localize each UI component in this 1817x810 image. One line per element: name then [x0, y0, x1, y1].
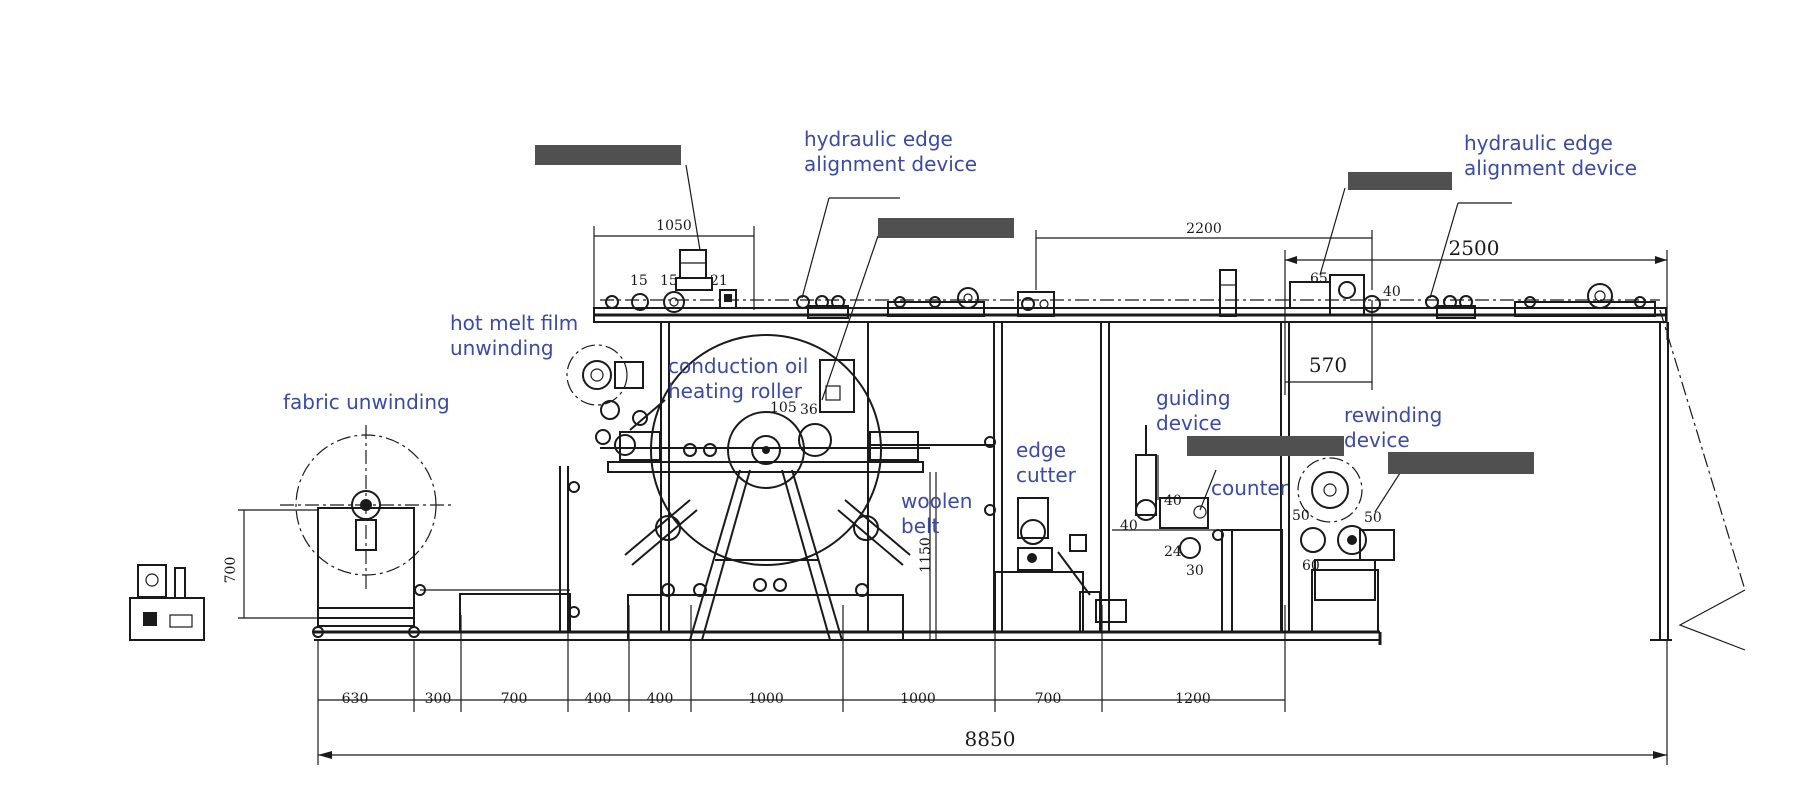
dim-60: 60 [1302, 558, 1320, 574]
dim-40b: 40 [1164, 493, 1182, 509]
rewinding-device-unit: 50 50 60 [1292, 457, 1395, 633]
dim-40a: 40 [1383, 284, 1401, 300]
guiding-device-unit: 40 40 24 30 [1112, 425, 1283, 633]
infeed-table [459, 466, 580, 633]
dim-30: 30 [1186, 563, 1204, 579]
top-dimensions: 1050 2200 2500 570 [593, 218, 1668, 395]
conduction-oil-heating-roller: 105 36 1150 [600, 334, 996, 641]
dim-400b: 400 [647, 691, 674, 707]
hydraulic-power-unit [129, 564, 205, 641]
dim-400a: 400 [585, 691, 612, 707]
hot-melt-film-unwinding-unit [566, 344, 666, 456]
label-fabric-unwinding: fabric unwinding [283, 390, 450, 414]
dim-50b: 50 [1364, 510, 1382, 526]
edge-cutter-unit [994, 497, 1127, 633]
dim-2500: 2500 [1449, 236, 1500, 260]
dim-630: 630 [342, 691, 369, 707]
dim-700b: 700 [1035, 691, 1062, 707]
dim-21: 21 [710, 273, 728, 289]
dim-50a: 50 [1292, 508, 1310, 524]
dim-24: 24 [1164, 544, 1182, 560]
redacted-label-5 [1388, 452, 1534, 474]
dim-1150: 1150 [918, 537, 934, 573]
dim-1000a: 1000 [748, 691, 784, 707]
dim-1000b: 1000 [900, 691, 936, 707]
redacted-label-3 [1348, 172, 1452, 190]
dim-40c: 40 [1120, 518, 1138, 534]
dim-1050: 1050 [656, 218, 692, 234]
dim-15b: 15 [660, 273, 678, 289]
redacted-callouts [535, 145, 1534, 474]
dim-700-vertical: 700 [223, 557, 239, 584]
redacted-label-2 [878, 218, 1014, 238]
fabric-unwinding-unit: 700 [223, 425, 570, 638]
label-counter: counter [1211, 476, 1289, 500]
dim-700: 700 [501, 691, 528, 707]
dim-36: 36 [800, 402, 818, 418]
dim-overall-8850: 8850 [965, 727, 1016, 751]
dim-300: 300 [425, 691, 452, 707]
leader-lines [685, 164, 1512, 513]
dim-15a: 15 [630, 273, 648, 289]
dim-570: 570 [1309, 353, 1347, 377]
dim-105: 105 [770, 400, 797, 416]
top-roller-line: 15 15 21 65 40 [600, 249, 1746, 651]
dim-1200: 1200 [1175, 691, 1211, 707]
dim-2200: 2200 [1186, 221, 1222, 237]
redacted-label-4 [1187, 436, 1344, 456]
redacted-label-1 [535, 145, 681, 165]
bottom-dimension-chain: 630 300 700 400 400 1000 1000 700 1200 8… [317, 605, 1668, 765]
dim-65: 65 [1310, 271, 1328, 287]
